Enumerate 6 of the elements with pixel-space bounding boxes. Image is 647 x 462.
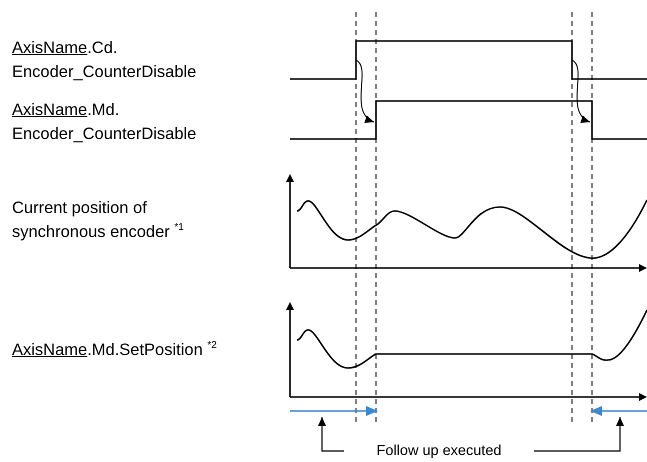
leader-line <box>318 417 344 452</box>
signal-name: Current position of synchronous encoder $^{*1}$ <box>12 198 185 243</box>
signal-name: AxisName.Md.SetPosition $^{*2}$ <box>12 339 217 361</box>
signal-name: AxisName.Cd. Encoder_CounterDisable <box>12 38 198 83</box>
signal-name: AxisName.Md. Encoder_CounterDisable <box>12 100 198 145</box>
leader-line <box>534 417 624 452</box>
